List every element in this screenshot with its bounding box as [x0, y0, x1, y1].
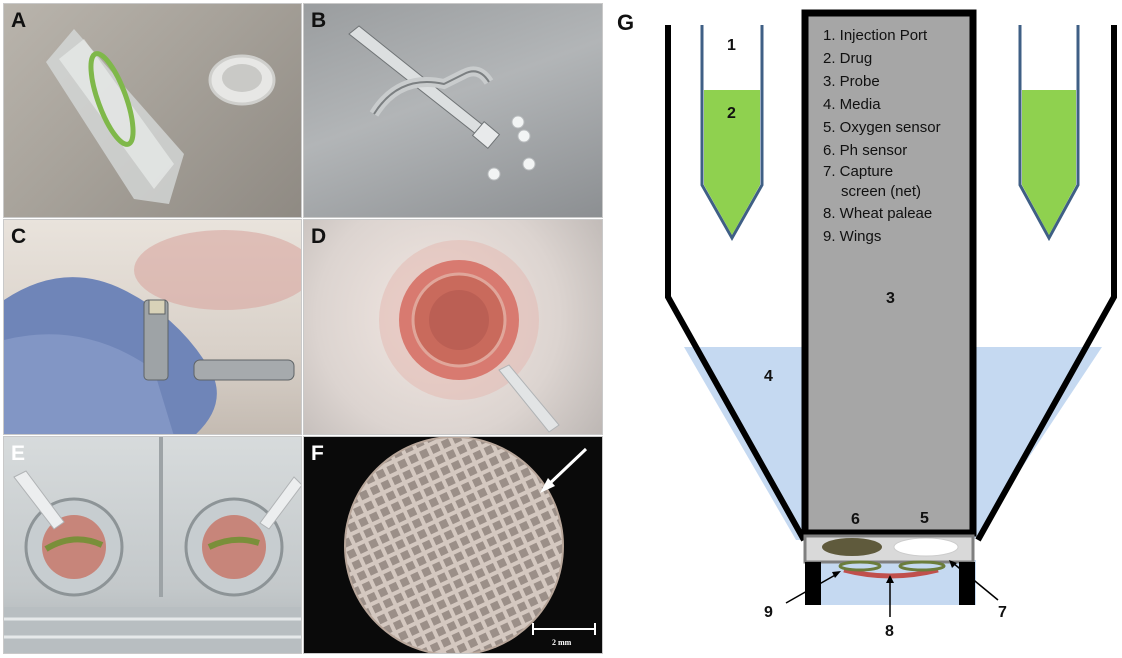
panel-b-photo: B	[303, 3, 603, 218]
metal-punch-tool-image	[348, 25, 536, 181]
lower-wall-right	[959, 562, 975, 605]
panel-g-label: G	[617, 10, 635, 35]
ph-sensor	[822, 538, 882, 556]
panel-e-label: E	[11, 442, 26, 465]
panel-c-photo: C	[3, 219, 302, 435]
chamber-schematic	[665, 9, 1117, 617]
legend-item-oxygen-sensor: 5. Oxygen sensor	[823, 119, 941, 136]
legend-item-drug: 2. Drug	[823, 50, 873, 67]
label-3: 3	[886, 290, 895, 307]
legend-item-wings: 9. Wings	[823, 228, 882, 245]
legend-item-media: 4. Media	[823, 96, 881, 113]
panel-e-photo: E	[3, 436, 302, 654]
sealed-pouch-and-insert-image	[46, 29, 276, 204]
label-2: 2	[727, 105, 736, 122]
legend-item-capture: 7. Capture	[823, 163, 894, 180]
scale-bar	[532, 623, 596, 644]
panel-b-label: B	[311, 9, 327, 32]
label-8: 8	[885, 623, 894, 640]
label-4: 4	[764, 368, 773, 385]
well-with-media-and-pipette-image	[379, 240, 560, 433]
legend-item-probe: 3. Probe	[823, 73, 880, 90]
legend-item-injection-port: 1. Injection Port	[823, 27, 928, 44]
panel-f-label: F	[311, 442, 324, 465]
panel-c-label: C	[11, 225, 27, 248]
probe-body	[801, 9, 977, 537]
panel-d-label: D	[311, 225, 327, 248]
legend-list: 1. Injection Port 2. Drug 3. Probe 4. Me…	[823, 24, 983, 248]
legend-item-ph-sensor: 6. Ph sensor	[823, 142, 908, 159]
label-5: 5	[920, 510, 929, 527]
right-syringe-drug	[1022, 90, 1076, 235]
paleae-left	[838, 560, 882, 572]
outer-funnel-wall-right	[975, 25, 1117, 542]
two-wells-with-samples-image	[4, 437, 301, 653]
gloved-hand-holding-punch-image	[4, 230, 301, 434]
oxygen-sensor	[893, 537, 959, 557]
panel-a-label: A	[11, 9, 27, 32]
label-7: 7	[998, 604, 1007, 621]
left-syringe-outline	[700, 25, 764, 242]
panel-f-photo: F	[303, 436, 603, 654]
outer-funnel-wall-left	[665, 25, 807, 542]
panel-d-photo: D	[303, 219, 603, 435]
panel-a-photo: A	[3, 3, 302, 218]
leader-7	[952, 562, 999, 601]
legend-item-capture-cont: screen (net)	[841, 183, 922, 200]
capture-net-micrograph-image	[344, 437, 588, 653]
label-1: 1	[727, 37, 736, 54]
leader-9	[785, 573, 838, 604]
left-syringe-drug	[704, 90, 760, 235]
paleae-right	[898, 560, 946, 572]
lower-wall-left	[805, 562, 821, 605]
right-syringe-outline	[1018, 25, 1080, 242]
scale-bar-label: 2 mm	[552, 638, 572, 647]
legend-item-wheat-paleae: 8. Wheat paleae	[823, 205, 933, 222]
label-6: 6	[851, 511, 860, 528]
label-9: 9	[764, 604, 773, 621]
